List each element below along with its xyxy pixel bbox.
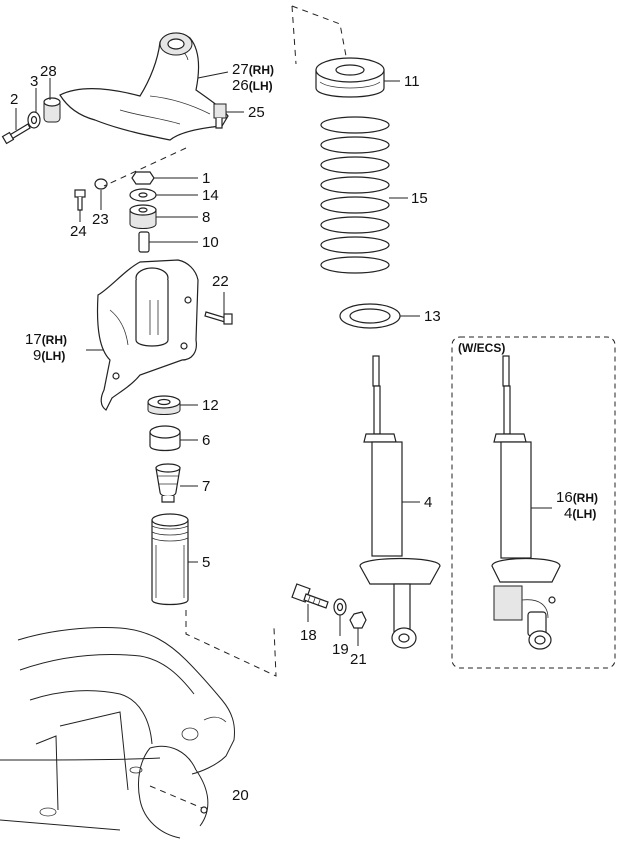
callout-24: 24 [70, 223, 87, 240]
bushing-8 [129, 204, 157, 229]
callout-26: 26 [232, 77, 249, 94]
callout-7: 7 [202, 478, 210, 495]
nut-21 [349, 611, 367, 629]
callout-9-side: (LH) [41, 349, 65, 363]
callout-17: 17 [25, 331, 42, 348]
callout-18: 18 [300, 627, 317, 644]
bushing-28 [43, 97, 61, 123]
callout-23: 23 [92, 211, 109, 228]
nut-25 [213, 103, 227, 129]
washer-3 [27, 111, 41, 129]
callout-22: 22 [212, 273, 229, 290]
callout-2: 2 [10, 91, 18, 108]
bump-stopper-7 [155, 463, 181, 503]
callout-4b-side: (LH) [572, 507, 596, 521]
bolt-24 [74, 189, 86, 211]
callout-9: 9 [33, 347, 41, 364]
callout-19: 19 [332, 641, 349, 658]
callout-27-rh: 27(RH) [232, 61, 274, 78]
callout-27-side: (RH) [249, 63, 274, 77]
nut-1 [131, 171, 155, 185]
washer-23 [94, 178, 108, 190]
callout-labels: 2 3 28 27(RH) 26(LH) 25 1 14 8 10 24 23 … [10, 61, 598, 804]
bolt-2 [1, 123, 31, 145]
callout-16: 16 [556, 489, 573, 506]
callout-26-side: (LH) [249, 79, 273, 93]
callout-6: 6 [202, 432, 210, 449]
callout-25: 25 [248, 104, 265, 121]
shock-bracket [96, 259, 199, 411]
mount-12 [147, 395, 181, 415]
spring-lower-pad-13 [339, 303, 401, 329]
callout-1: 1 [202, 170, 210, 187]
bolt-22 [204, 311, 233, 325]
washer-14 [129, 188, 157, 202]
callout-11: 11 [404, 73, 420, 90]
collar-10 [138, 231, 150, 253]
callout-12: 12 [202, 397, 219, 414]
callout-28: 28 [40, 63, 57, 80]
bolt-20 [200, 806, 208, 814]
leader-lines [15, 71, 552, 646]
ecs-variant-box [451, 336, 616, 669]
callout-20: 20 [232, 787, 249, 804]
connection-lines [103, 5, 347, 809]
coil-spring-15 [320, 116, 390, 274]
callout-16-rh: 16(RH) [556, 489, 598, 506]
callout-5: 5 [202, 554, 210, 571]
callout-15: 15 [411, 190, 428, 207]
ecs-shock-absorber [491, 355, 561, 650]
callout-4b: 4 [564, 505, 572, 522]
callout-17-rh: 17(RH) [25, 331, 67, 348]
bolt-18 [291, 583, 329, 609]
dust-cover-5 [151, 513, 189, 606]
ecs-box-label: (W/ECS) [458, 341, 505, 355]
upper-control-arm [59, 32, 229, 141]
callout-3: 3 [30, 73, 38, 90]
callout-8: 8 [202, 209, 210, 226]
shock-absorber-4 [359, 355, 441, 649]
callout-17-side: (RH) [42, 333, 67, 347]
spring-upper-seat-11 [315, 57, 385, 98]
callout-10: 10 [202, 234, 219, 251]
callout-13: 13 [424, 308, 441, 325]
callout-4: 4 [424, 494, 432, 511]
callout-21: 21 [350, 651, 367, 668]
callout-26-lh: 26(LH) [232, 77, 273, 94]
callout-14: 14 [202, 187, 219, 204]
callout-4-lh: 4(LH) [564, 505, 596, 522]
nut-19 [333, 598, 347, 616]
cup-6 [149, 425, 181, 452]
callout-9-lh: 9(LH) [33, 347, 65, 364]
callout-16-side: (RH) [573, 491, 598, 505]
callout-27: 27 [232, 61, 249, 78]
vehicle-silhouette [0, 627, 235, 839]
